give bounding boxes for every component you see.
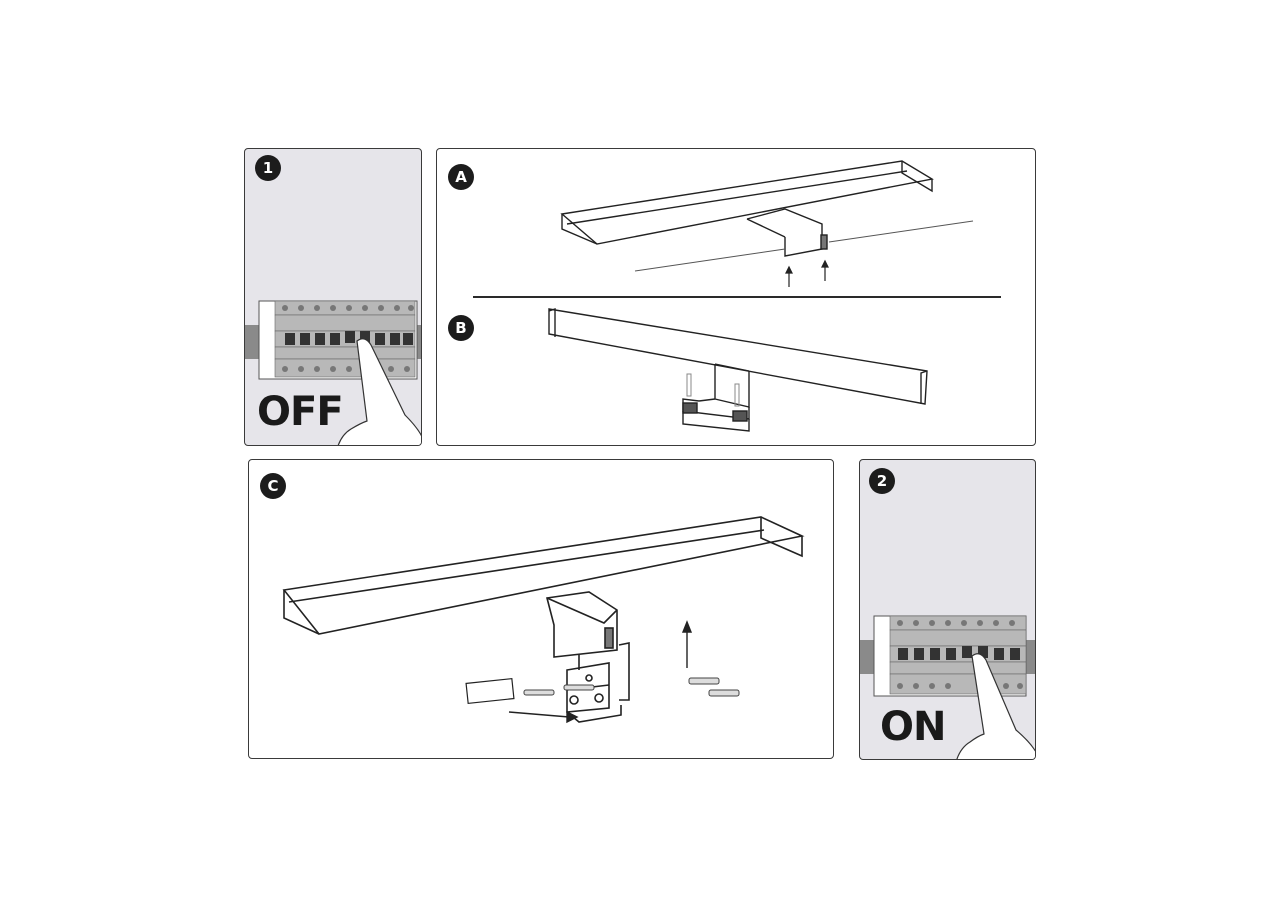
step-2-badge: 2	[869, 468, 895, 494]
step-b-badge: B	[448, 315, 474, 341]
wall-bracket-mounting-illustration	[282, 516, 805, 724]
step-2-panel: 2 ON	[859, 459, 1036, 760]
circuit-breaker-on-illustration	[860, 615, 1035, 759]
step-a-badge: A	[448, 164, 474, 190]
step-c-badge: C	[260, 473, 286, 499]
section-divider	[473, 296, 1001, 298]
step-a-b-panel: A B	[436, 148, 1036, 446]
off-caption: OFF	[257, 389, 344, 435]
circuit-breaker-off-illustration	[245, 300, 421, 445]
light-bracket-screw-illustration	[548, 308, 928, 432]
step-1-panel: 1	[244, 148, 422, 446]
step-1-badge: 1	[255, 155, 281, 181]
light-fitting-on-cabinet-illustration	[560, 160, 974, 287]
on-caption: ON	[880, 704, 946, 750]
step-c-panel: C	[248, 459, 834, 759]
